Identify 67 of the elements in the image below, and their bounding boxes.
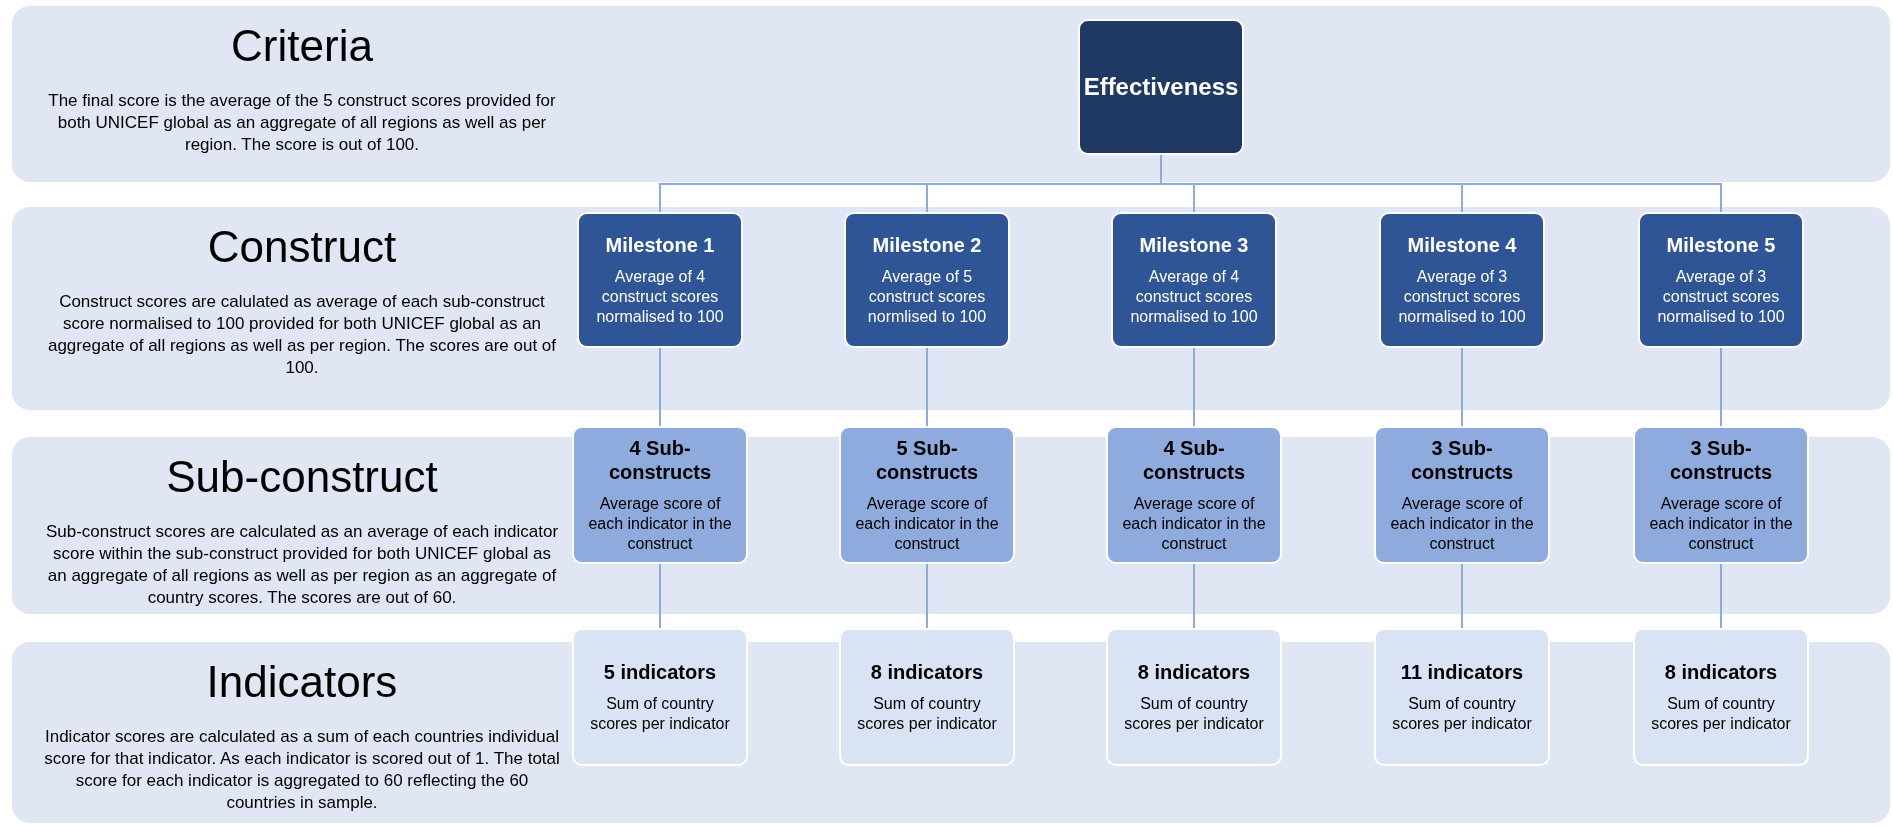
node-box [844, 212, 1010, 348]
box-title: Milestone 1 [605, 233, 715, 257]
box-title: Milestone 5 [1666, 233, 1776, 257]
box-title: 5 Sub-constructs [874, 436, 980, 484]
section-heading: Construct [206, 221, 398, 273]
box-title: Milestone 4 [1407, 233, 1517, 257]
box-title: 3 Sub-constructs [1409, 436, 1515, 484]
node-box [572, 628, 748, 766]
node-box [1638, 212, 1804, 348]
box-description: Average of 4 construct scores normalised to 100 [1129, 267, 1259, 327]
section-description: Indicator scores are calculated as a sum of each countries individual score for that indicator. As each indicator is scored out of 1. The total score for each indicator is aggregated to 60 reflecting the 60 countries in sample. [43, 726, 561, 814]
box-title: 3 Sub-constructs [1668, 436, 1774, 484]
connector-line [659, 563, 661, 629]
connector-line [1720, 563, 1722, 629]
node-box [839, 426, 1015, 564]
box-title: Effectiveness [1083, 75, 1239, 99]
connector-line [659, 347, 661, 427]
connector-line [926, 347, 928, 427]
box-description: Average of 4 construct scores normalised to 100 [595, 267, 725, 327]
section-description: Construct scores are calulated as average of each sub-construct score normalised to 100 provided for both UNICEF global as an aggregate of all regions as well as per region. The scores are out of 100. [46, 291, 558, 379]
node-box [1106, 426, 1282, 564]
box-description: Average of 3 construct scores normalised to 100 [1397, 267, 1527, 327]
box-title: 8 indicators [1137, 660, 1251, 684]
section-heading: Indicators [205, 656, 399, 708]
box-description: Average score of each indicator in the construct [1121, 494, 1267, 554]
box-title: 5 indicators [603, 660, 717, 684]
section-heading: Criteria [230, 20, 374, 72]
node-box [839, 628, 1015, 766]
box-title: 4 Sub-constructs [607, 436, 713, 484]
connector-line [926, 563, 928, 629]
box-description: Average score of each indicator in the construct [1389, 494, 1535, 554]
section-heading: Sub-construct [165, 451, 439, 503]
node-box [1374, 628, 1550, 766]
box-description: Sum of country scores per indicator [1650, 694, 1792, 734]
node-box [572, 426, 748, 564]
box-description: Average score of each indicator in the construct [854, 494, 1000, 554]
connector-line [1461, 563, 1463, 629]
box-title: 8 indicators [870, 660, 984, 684]
box-description: Average score of each indicator in the construct [587, 494, 733, 554]
node-box [1633, 628, 1809, 766]
box-title: Milestone 3 [1139, 233, 1249, 257]
node-box [1078, 19, 1244, 155]
section-band [12, 6, 1890, 182]
node-box [1633, 426, 1809, 564]
section-band [12, 207, 1890, 410]
box-description: Sum of country scores per indicator [1123, 694, 1265, 734]
connector-line [1461, 347, 1463, 427]
box-description: Sum of country scores per indicator [856, 694, 998, 734]
connector-line [1193, 347, 1195, 427]
connector-line [1720, 347, 1722, 427]
section-description: The final score is the average of the 5 construct scores provided for both UNICEF global as an aggregate of all regions as well as per region. The score is out of 100. [47, 90, 557, 156]
node-box [1379, 212, 1545, 348]
box-description: Average of 5 construct scores normlised to 100 [866, 267, 988, 327]
box-description: Average score of each indicator in the construct [1648, 494, 1794, 554]
node-box [577, 212, 743, 348]
box-title: 4 Sub-constructs [1141, 436, 1247, 484]
node-box [1106, 628, 1282, 766]
box-title: 8 indicators [1664, 660, 1778, 684]
box-title: 11 indicators [1400, 660, 1524, 684]
box-title: Milestone 2 [872, 233, 982, 257]
box-description: Sum of country scores per indicator [589, 694, 731, 734]
box-description: Sum of country scores per indicator [1391, 694, 1533, 734]
node-box [1111, 212, 1277, 348]
node-box [1374, 426, 1550, 564]
box-description: Average of 3 construct scores normalised to 100 [1656, 267, 1786, 327]
section-description: Sub-construct scores are calculated as an average of each indicator score within the sub-construct provided for both UNICEF global as an aggregate of all regions as well as per region as an aggregate of country scores. The scores are out of 60. [44, 521, 560, 609]
connector-line [1193, 563, 1195, 629]
